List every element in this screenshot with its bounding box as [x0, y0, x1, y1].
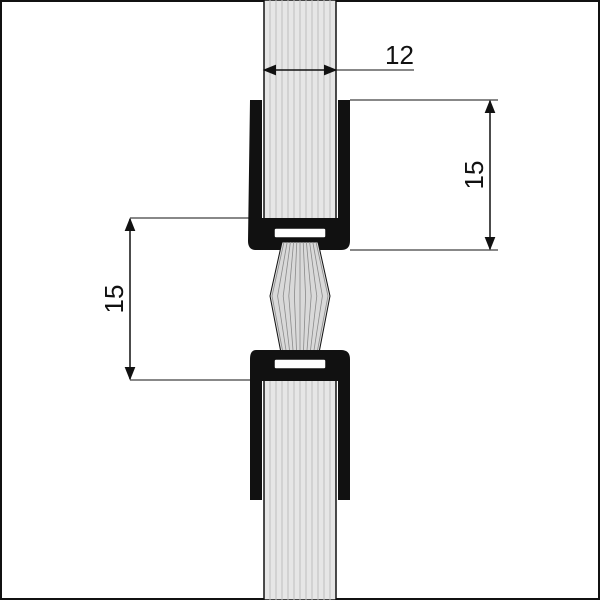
brush-bristle: [309, 241, 318, 359]
dimension-glass-thickness: 12: [262, 40, 414, 76]
brush-bristle: [288, 241, 294, 359]
brush-bristle: [293, 241, 298, 359]
lower-profile-slot: [273, 358, 327, 370]
lower-u-profile: [250, 350, 350, 500]
dimension-label-15-lower: 15: [99, 285, 129, 314]
brush-bristle: [271, 241, 285, 359]
dimension-lower-profile: 15: [99, 217, 252, 381]
brush-bristle: [277, 241, 288, 359]
dimension-label-12: 12: [385, 40, 414, 70]
brush-bristle: [306, 241, 312, 359]
brush-bristle: [315, 241, 329, 359]
dimension-label-15-upper: 15: [459, 161, 489, 190]
brush-bristle: [312, 241, 323, 359]
upper-glass-stripes: [269, 0, 331, 228]
brush-seal: [269, 241, 331, 359]
dimension-upper-profile: 15: [350, 99, 498, 251]
lower-glass-panel: [263, 369, 337, 600]
brush-bristle: [302, 241, 307, 359]
brush-bristles: [271, 241, 329, 359]
lower-glass-stripes: [269, 370, 331, 600]
brush-bristle: [282, 241, 291, 359]
upper-profile-slot: [273, 227, 327, 239]
upper-u-profile: [248, 100, 350, 250]
upper-glass-panel: [263, 0, 337, 229]
